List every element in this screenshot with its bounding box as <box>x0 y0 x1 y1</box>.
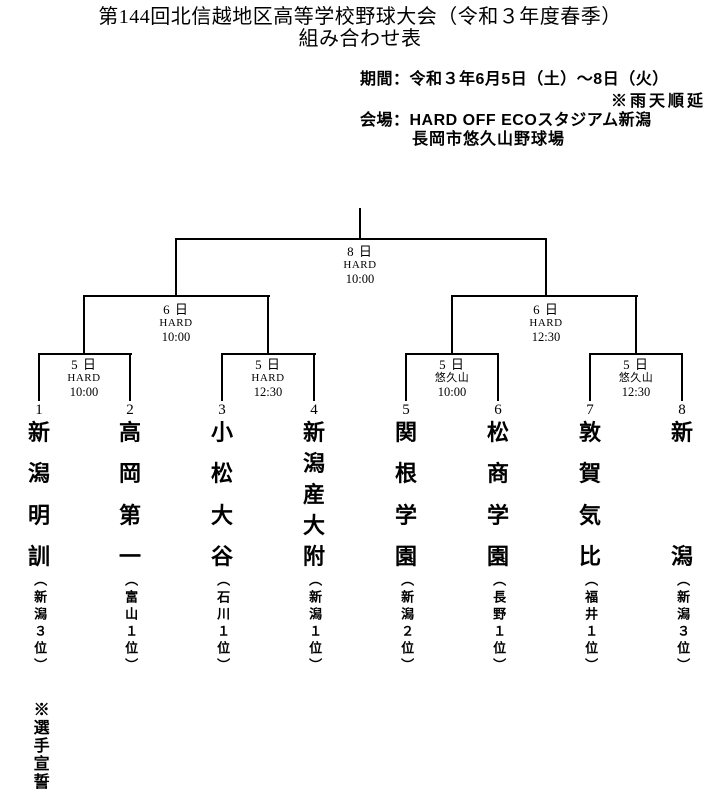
page-title: 第144回北信越地区高等学校野球大会（令和３年度春季） <box>98 6 622 28</box>
game2-connector-line <box>221 353 316 355</box>
game2-label: 5 日 HARD 12:30 <box>208 357 328 399</box>
team-prefecture-rank: （新潟３位） <box>675 573 691 675</box>
team-draw-number: 5 <box>402 402 410 418</box>
event-period: 期間：令和３年6月5日（土）～8日（火） <box>360 71 669 88</box>
semifinal-right-venue: HARD <box>529 317 563 329</box>
semifinal-right-day: 6 日 <box>533 302 559 317</box>
team-draw-number: 7 <box>586 402 594 418</box>
final-match-label: 8 日 HARD 10:00 <box>300 244 420 286</box>
champion-stub-line <box>359 208 361 240</box>
team-name: 新潟明訓 <box>27 420 50 569</box>
semifinal-left-connector-line <box>83 295 270 297</box>
semifinal-left-label: 6 日 HARD 10:00 <box>116 302 236 344</box>
game3-connector-line <box>405 353 499 355</box>
team-column-1: 1 新潟明訓 （新潟３位） <box>9 400 69 675</box>
game1-connector-line <box>38 353 132 355</box>
game2-time: 12:30 <box>253 385 283 399</box>
page-subtitle: 組み合わせ表 <box>298 28 422 50</box>
quarterfinal-1-drop-line <box>83 295 85 355</box>
event-venue-2: 長岡市悠久山野球場 <box>412 131 566 148</box>
team2-stub-line <box>129 353 131 401</box>
game3-label: 5 日 悠久山 10:00 <box>392 357 512 399</box>
team-column-4: 4 新潟産大附 （新潟１位） <box>284 400 344 675</box>
final-time: 10:00 <box>345 272 375 286</box>
game4-venue: 悠久山 <box>618 372 654 384</box>
game4-label: 5 日 悠久山 12:30 <box>576 357 696 399</box>
event-info-block: 期間：令和３年6月5日（土）～8日（火） ※雨天順延 会場：HARD OFF E… <box>360 70 712 149</box>
team-column-7: 7 敦賀気比 （福井１位） <box>560 400 620 675</box>
semifinal-right-connector-line <box>451 295 638 297</box>
team-name: 敦賀気比 <box>578 420 601 569</box>
quarterfinal-4-drop-line <box>635 295 637 355</box>
team-name: 関根学園 <box>394 420 417 569</box>
team-name: 新潟産大附 <box>302 420 325 569</box>
team-column-8: 8 新潟 （新潟３位） <box>652 400 712 675</box>
team5-stub-line <box>405 353 407 401</box>
team-column-3: 3 小松大谷 （石川１位） <box>192 400 252 675</box>
semifinal-left-drop-line <box>175 238 177 297</box>
final-day: 8 日 <box>347 244 373 259</box>
team-draw-number: 1 <box>35 402 43 418</box>
team-prefecture-rank: （福井１位） <box>583 573 599 675</box>
game2-venue: HARD <box>251 372 285 384</box>
game1-label: 5 日 HARD 10:00 <box>24 357 144 399</box>
game3-venue: 悠久山 <box>434 372 470 384</box>
team-draw-number: 8 <box>678 402 686 418</box>
team-prefecture-rank: （長野１位） <box>491 573 507 675</box>
team-column-5: 5 関根学園 （新潟２位） <box>376 400 436 675</box>
team-draw-number: 3 <box>218 402 226 418</box>
game1-day: 5 日 <box>71 357 97 372</box>
team4-stub-line <box>313 353 315 401</box>
final-connector-line <box>175 238 547 240</box>
team-prefecture-rank: （石川１位） <box>215 573 231 675</box>
team-draw-number: 2 <box>126 402 134 418</box>
team-name: 高岡第一 <box>118 420 141 569</box>
quarterfinal-2-drop-line <box>267 295 269 355</box>
semifinal-right-time: 12:30 <box>531 330 561 344</box>
game4-day: 5 日 <box>623 357 649 372</box>
player-oath-note: ※選手宣誓 <box>30 701 48 791</box>
game4-time: 12:30 <box>621 385 651 399</box>
team-prefecture-rank: （新潟３位） <box>32 573 48 675</box>
team-column-6: 6 松商学園 （長野１位） <box>468 400 528 675</box>
team7-stub-line <box>589 353 591 401</box>
game3-time: 10:00 <box>437 385 467 399</box>
final-venue: HARD <box>343 259 377 271</box>
team-name: 新潟 <box>670 420 693 569</box>
team3-stub-line <box>221 353 223 401</box>
team-prefecture-rank: （新潟１位） <box>307 573 323 675</box>
team-name: 小松大谷 <box>210 420 233 569</box>
team-prefecture-rank: （富山１位） <box>123 573 139 675</box>
game2-day: 5 日 <box>255 357 281 372</box>
game3-day: 5 日 <box>439 357 465 372</box>
team-draw-number: 6 <box>494 402 502 418</box>
semifinal-left-day: 6 日 <box>163 302 189 317</box>
semifinal-right-drop-line <box>545 238 547 297</box>
team-prefecture-rank: （新潟２位） <box>399 573 415 675</box>
team1-stub-line <box>38 353 40 401</box>
team6-stub-line <box>497 353 499 401</box>
team-draw-number: 4 <box>310 402 318 418</box>
team8-stub-line <box>681 353 683 401</box>
semifinal-left-time: 10:00 <box>161 330 191 344</box>
team-column-2: 2 高岡第一 （富山１位） <box>100 400 160 675</box>
event-venue-1: 会場：HARD OFF ECOスタジアム新潟 <box>360 112 652 129</box>
game1-venue: HARD <box>67 372 101 384</box>
semifinal-left-venue: HARD <box>159 317 193 329</box>
rain-postpone-note: ※雨天順延 <box>610 93 706 110</box>
semifinal-right-label: 6 日 HARD 12:30 <box>486 302 606 344</box>
game4-connector-line <box>589 353 683 355</box>
quarterfinal-3-drop-line <box>451 295 453 355</box>
team-name: 松商学園 <box>486 420 509 569</box>
game1-time: 10:00 <box>69 385 99 399</box>
